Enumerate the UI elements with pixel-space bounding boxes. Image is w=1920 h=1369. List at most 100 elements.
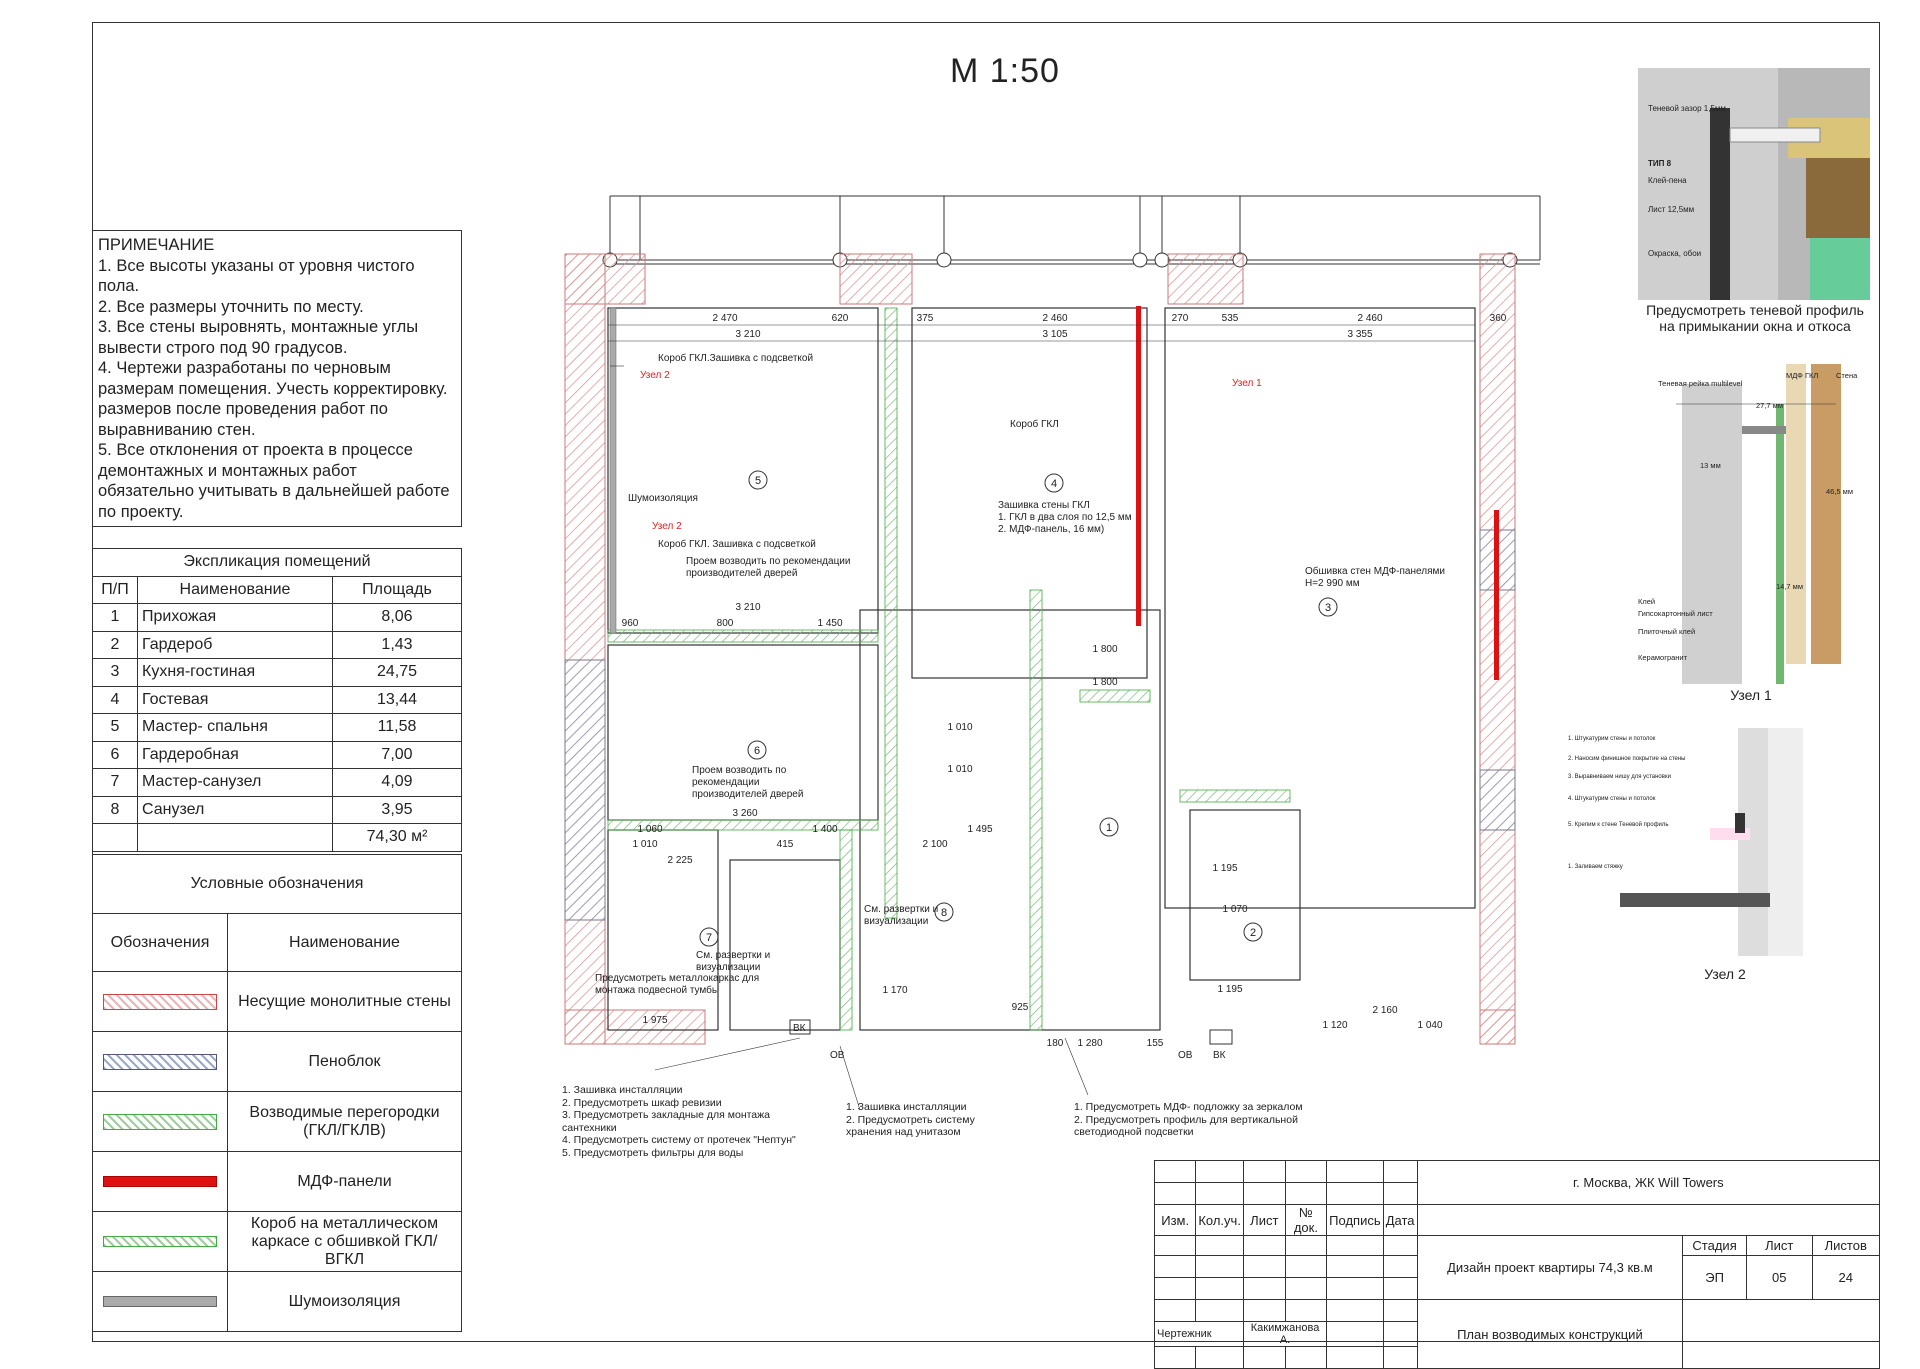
cell: 5 (92, 713, 138, 742)
cell: 11,58 (332, 713, 462, 742)
svg-text:1. Штукатурим стены и потолок: 1. Штукатурим стены и потолок (1568, 736, 1656, 742)
cell: Мастер-санузел (137, 768, 333, 797)
uzel1-caption: Узел 1 (1730, 687, 1772, 703)
cell: 3,95 (332, 795, 462, 824)
legend-col1: Обозначения (92, 913, 228, 972)
dim-label: 375 (917, 313, 934, 324)
scale-label: М 1:50 (950, 52, 1060, 90)
plan-label: См. развертки и визуализации (864, 904, 939, 927)
dim-label: 2 160 (1372, 1005, 1397, 1016)
dim-label: 620 (832, 313, 849, 324)
plan-label: Короб ГКЛ (1010, 418, 1059, 430)
dim-label: 1 010 (947, 722, 972, 733)
detail-label: МДФ ГКЛ (1786, 371, 1818, 380)
plan-label: H=2 990 мм (1305, 578, 1360, 589)
uzel-label: Узел 1 (1232, 378, 1262, 389)
plan-label: 2. МДФ-панель, 16 мм) (998, 524, 1104, 535)
callout-2: 1. Зашивка инсталляции 2. Предусмотреть … (846, 1101, 976, 1139)
col-header: Площадь (332, 575, 462, 604)
callout-line: 2. Предусмотреть профиль для вертикально… (1074, 1113, 1298, 1139)
notes-title: ПРИМЕЧАНИЕ (98, 236, 215, 254)
plan-label: Проем возводить по рекомендации производ… (692, 765, 804, 800)
dim-label: 800 (717, 618, 734, 629)
room-number: 3 (1325, 602, 1331, 614)
dim-label: 1 450 (817, 618, 842, 629)
dim-label: 1 195 (1212, 863, 1237, 874)
room-number: 7 (706, 932, 712, 944)
cell: Прихожая (137, 603, 333, 632)
cell: 3 (92, 658, 138, 687)
callout-line: 2. Предусмотреть шкаф ревизии (562, 1096, 722, 1109)
plan-label: Короб ГКЛ.Зашивка с подсветкой (658, 352, 813, 364)
note-item: размеров после проведения работ по вырав… (98, 400, 388, 439)
callout-line: 4. Предусмотреть систему от протечек "Не… (562, 1134, 796, 1146)
explication-table: Экспликация помещений П/П Наименование П… (92, 548, 462, 852)
cell: 7,00 (332, 740, 462, 769)
legend-label: Несущие монолитные стены (227, 971, 462, 1032)
callout-line: 1. Зашивка инсталляции (846, 1101, 967, 1113)
legend-label: Возводимые перегородки (ГКЛ/ГКЛВ) (227, 1091, 462, 1152)
uzel-label: Узел 2 (640, 370, 670, 381)
dim-label: 3 105 (1042, 329, 1067, 340)
floor-plan: 5 4 3 6 1 2 7 8 2 470 620 375 2 460 270 … (564, 195, 1541, 1111)
uzel2-caption: Узел 2 (1704, 966, 1746, 982)
dim-label: 1 070 (1222, 904, 1247, 915)
callout-line: 1. Предусмотреть МДФ- подложку за зеркал… (1074, 1101, 1303, 1113)
dim-label: 925 (1012, 1002, 1029, 1013)
col-header: Наименование (137, 575, 333, 604)
explication-title: Экспликация помещений (92, 548, 462, 577)
dim-label: 2 460 (1042, 313, 1067, 324)
detail-label: Клей (1638, 597, 1655, 606)
stage-head: Стадия (1682, 1235, 1748, 1256)
uzel-label: Узел 2 (652, 521, 682, 532)
dim-label: 2 225 (667, 855, 692, 866)
room-number: 4 (1051, 478, 1057, 490)
plan-label: Зашивка стены ГКЛ (998, 500, 1090, 511)
dim-label: 360 (1490, 313, 1507, 324)
cell: 4,09 (332, 768, 462, 797)
cell: 7 (92, 768, 138, 797)
dim-label: 270 (1172, 313, 1189, 324)
hatch-red-swatch (103, 993, 217, 1010)
svg-text:4. Штукатурим стены и потолок: 4. Штукатурим стены и потолок (1568, 796, 1656, 802)
drafter-name: Какимжанова А. (1242, 1321, 1328, 1347)
mdf-swatch (103, 1176, 217, 1187)
detail-label: 46,5 мм (1826, 487, 1853, 496)
plan-label: Шумоизоляция (628, 493, 698, 504)
detail-label: Клей-пена (1648, 176, 1687, 185)
uzel1-image: Теневая рейка multilevel 27,7 мм 13 мм 1… (1638, 364, 1858, 684)
tb-head: Кол.уч. (1195, 1204, 1244, 1236)
cell: Санузел (137, 795, 333, 824)
cell: Гостевая (137, 685, 333, 714)
uzel2-image: 1. Штукатурим стены и потолок 2. Наносим… (1568, 728, 1803, 956)
detail-label: Керамогранит (1638, 653, 1688, 662)
note-item: 3. Все стены выровнять, монтажные углы в… (98, 318, 419, 357)
dim-label: 1 170 (882, 985, 907, 996)
detail-label: Гипсокартонный лист (1638, 609, 1713, 618)
dim-label: 180 (1047, 1038, 1064, 1049)
sheets-cell: 24 (1811, 1255, 1881, 1300)
dim-label: 3 355 (1347, 329, 1372, 340)
plan-label: 1. ГКЛ в два слоя по 12,5 мм (998, 512, 1132, 523)
room-number: 8 (941, 907, 947, 919)
hatch-blue-swatch (103, 1053, 217, 1070)
tb-head: Подпись (1326, 1204, 1384, 1236)
note-item: 2. Все размеры уточнить по месту. (98, 297, 364, 316)
room-number: 1 (1106, 822, 1112, 834)
sheet-cell: 05 (1746, 1255, 1813, 1300)
project-cell: Дизайн проект квартиры 74,3 кв.м (1416, 1235, 1684, 1300)
dim-label: 1 060 (637, 824, 662, 835)
legend-label: Шумоизоляция (227, 1271, 462, 1332)
table-row-total: 74,30 м² (92, 823, 462, 852)
total-area: 74,30 м² (332, 823, 462, 852)
tb-head: № док. (1284, 1204, 1328, 1236)
detail-label: Теневая рейка multilevel (1658, 379, 1743, 388)
cell: 1,43 (332, 630, 462, 659)
legend-label: Короб на металлическом каркасе с обшивко… (227, 1211, 462, 1272)
detail-label: Лист 12,5мм (1648, 205, 1694, 214)
